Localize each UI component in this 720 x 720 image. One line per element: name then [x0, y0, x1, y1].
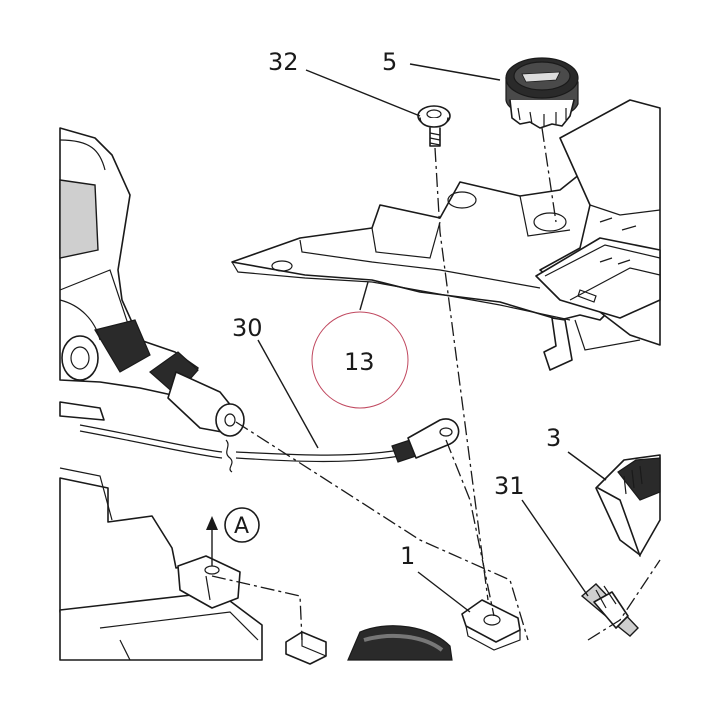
callout-32: 32 — [268, 48, 299, 76]
cage-nut — [461, 599, 521, 651]
clip-part — [580, 583, 639, 637]
highlight-circle — [311, 311, 409, 409]
callout-3: 3 — [546, 424, 561, 452]
screw-part — [417, 105, 451, 147]
left-frame-housing — [59, 127, 199, 421]
lower-battery-box — [59, 467, 327, 665]
callout-5: 5 — [382, 48, 397, 76]
callout-1: 1 — [400, 542, 415, 570]
assembly-lines — [211, 127, 661, 641]
leader-lines — [206, 63, 607, 613]
ground-cable — [79, 351, 460, 473]
cap-part — [505, 57, 579, 129]
callout-31: 31 — [494, 472, 525, 500]
callout-13: 13 — [344, 348, 375, 376]
right-tray-panel — [535, 99, 661, 346]
connector-part — [595, 454, 661, 557]
view-marker-circle — [224, 507, 260, 543]
callout-30: 30 — [232, 314, 263, 342]
view-marker-a: A — [234, 514, 249, 539]
bottom-dark-cylinder — [347, 625, 453, 661]
